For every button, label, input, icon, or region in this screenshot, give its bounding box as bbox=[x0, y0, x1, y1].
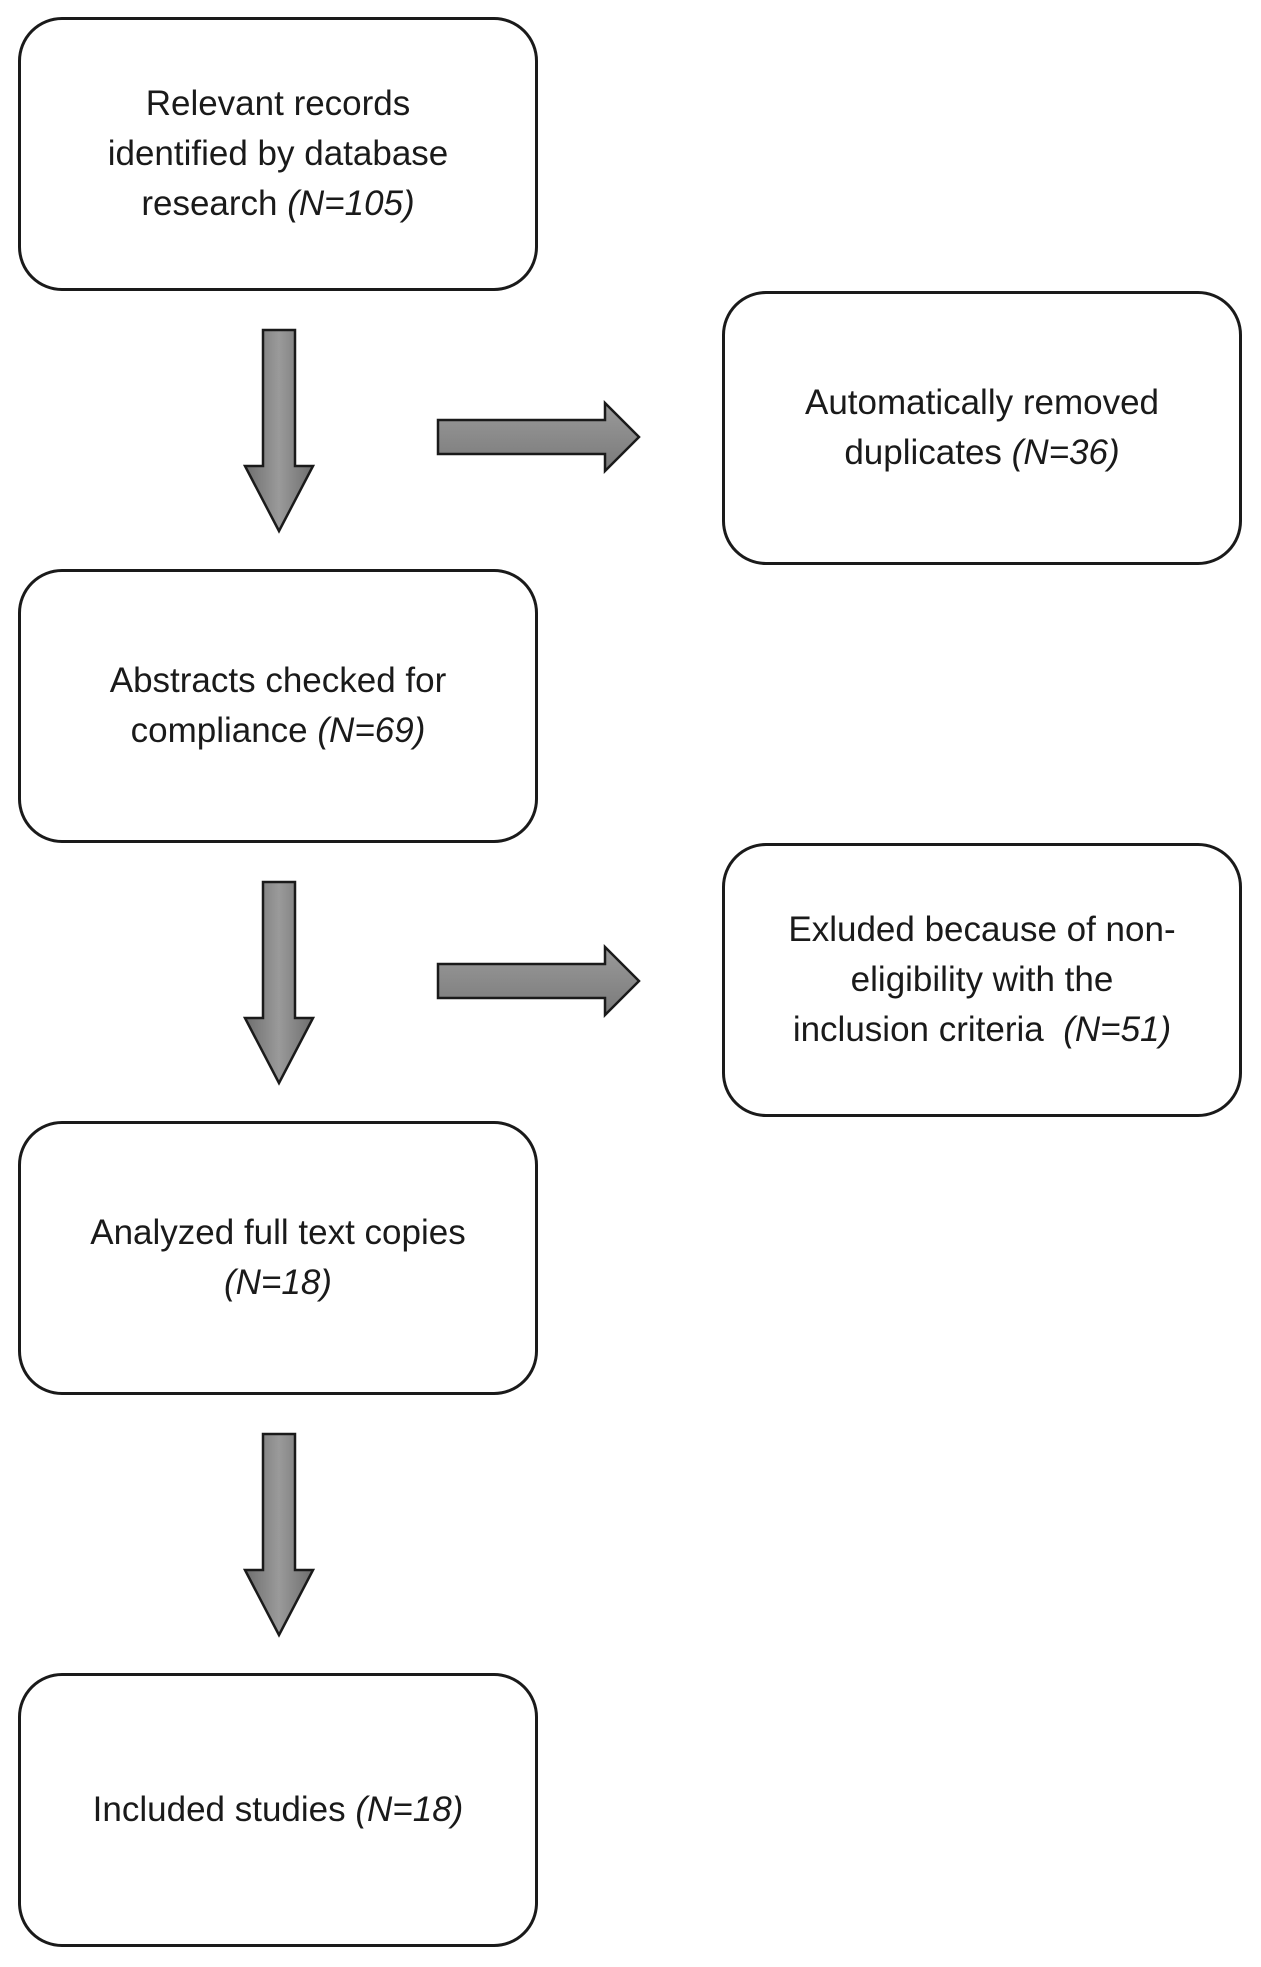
included-studies-line-1: Included studies bbox=[92, 1790, 346, 1830]
down-arrow-icon bbox=[242, 328, 316, 534]
full-text-box: Analyzed full text copies (N=18) bbox=[18, 1121, 538, 1395]
excluded-line-2: eligibility with the bbox=[850, 960, 1114, 1000]
included-studies-text: Included studies (N=18) bbox=[93, 1785, 464, 1835]
duplicates-removed-text: Automatically removed duplicates (N=36) bbox=[805, 378, 1159, 477]
full-text-text: Analyzed full text copies (N=18) bbox=[90, 1208, 465, 1307]
records-identified-line-1: Relevant records bbox=[145, 84, 411, 124]
abstracts-checked-line-2: compliance bbox=[130, 711, 308, 750]
excluded-count: (N=51) bbox=[1063, 1009, 1172, 1049]
full-text-count: (N=18) bbox=[224, 1263, 332, 1302]
records-identified-line-3: research bbox=[141, 183, 278, 223]
duplicates-removed-count: (N=36) bbox=[1011, 433, 1120, 472]
duplicates-removed-line-1: Automatically removed bbox=[804, 383, 1160, 423]
right-arrow-icon bbox=[436, 943, 641, 1019]
excluded-line-1: Exluded because of non- bbox=[788, 910, 1176, 950]
abstracts-checked-text: Abstracts checked for compliance (N=69) bbox=[110, 656, 447, 755]
abstracts-checked-count: (N=69) bbox=[317, 711, 426, 750]
excluded-line-3: inclusion criteria bbox=[792, 1009, 1054, 1049]
full-text-line-1: Analyzed full text copies bbox=[90, 1213, 466, 1253]
records-identified-line-2: identified by database bbox=[107, 134, 449, 174]
down-arrow-icon bbox=[242, 1432, 316, 1638]
included-studies-count: (N=18) bbox=[355, 1790, 464, 1830]
duplicates-removed-line-2: duplicates bbox=[844, 433, 1002, 472]
excluded-text: Exluded because of non- eligibility with… bbox=[788, 905, 1175, 1054]
abstracts-checked-line-1: Abstracts checked for bbox=[109, 661, 447, 701]
down-arrow-icon bbox=[242, 880, 316, 1086]
excluded-box: Exluded because of non- eligibility with… bbox=[722, 843, 1242, 1117]
records-identified-box: Relevant records identified by database … bbox=[18, 17, 538, 291]
duplicates-removed-box: Automatically removed duplicates (N=36) bbox=[722, 291, 1242, 565]
records-identified-count: (N=105) bbox=[287, 183, 415, 223]
included-studies-box: Included studies (N=18) bbox=[18, 1673, 538, 1947]
records-identified-text: Relevant records identified by database … bbox=[108, 79, 449, 228]
abstracts-checked-box: Abstracts checked for compliance (N=69) bbox=[18, 569, 538, 843]
right-arrow-icon bbox=[436, 399, 641, 475]
